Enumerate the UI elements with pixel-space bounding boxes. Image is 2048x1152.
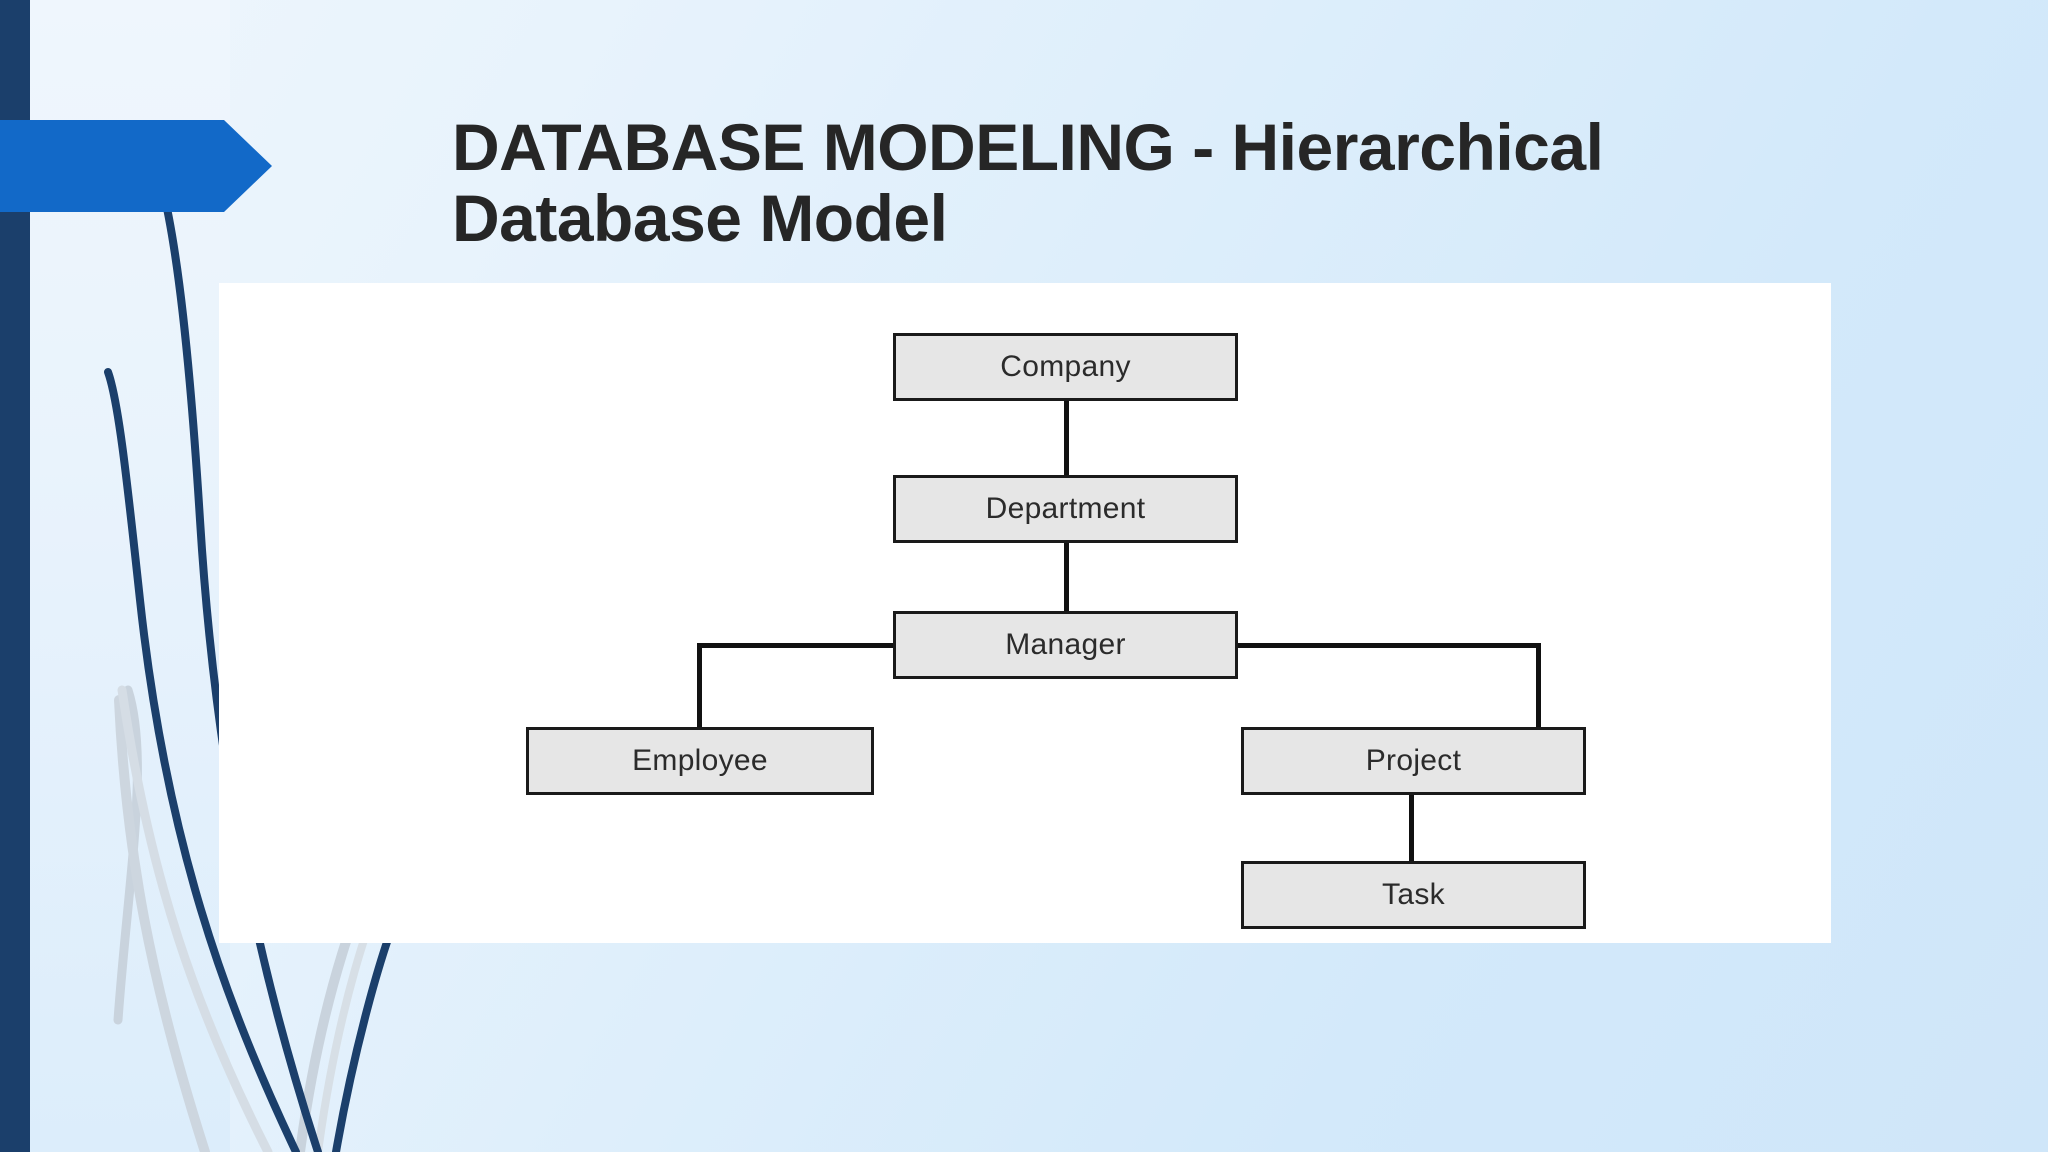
hierarchical-model-diagram: Company Department Manager Employee Proj… [219, 283, 1831, 943]
edge-manager-employee-vertical [697, 643, 702, 727]
edge-manager-project-vertical [1536, 643, 1541, 727]
node-department: Department [893, 475, 1238, 543]
edge-manager-employee-horizontal [697, 643, 895, 648]
node-employee: Employee [526, 727, 874, 795]
node-project: Project [1241, 727, 1586, 795]
node-task: Task [1241, 861, 1586, 929]
node-manager: Manager [893, 611, 1238, 679]
edge-department-manager [1064, 543, 1069, 611]
chevron-arrow-shape [0, 120, 272, 212]
node-company: Company [893, 333, 1238, 401]
content-panel: Company Department Manager Employee Proj… [219, 283, 1831, 943]
edge-project-task [1409, 795, 1414, 861]
edge-company-department [1064, 401, 1069, 475]
edge-manager-project-horizontal [1236, 643, 1541, 648]
page-title: DATABASE MODELING - Hierarchical Databas… [452, 110, 1604, 256]
